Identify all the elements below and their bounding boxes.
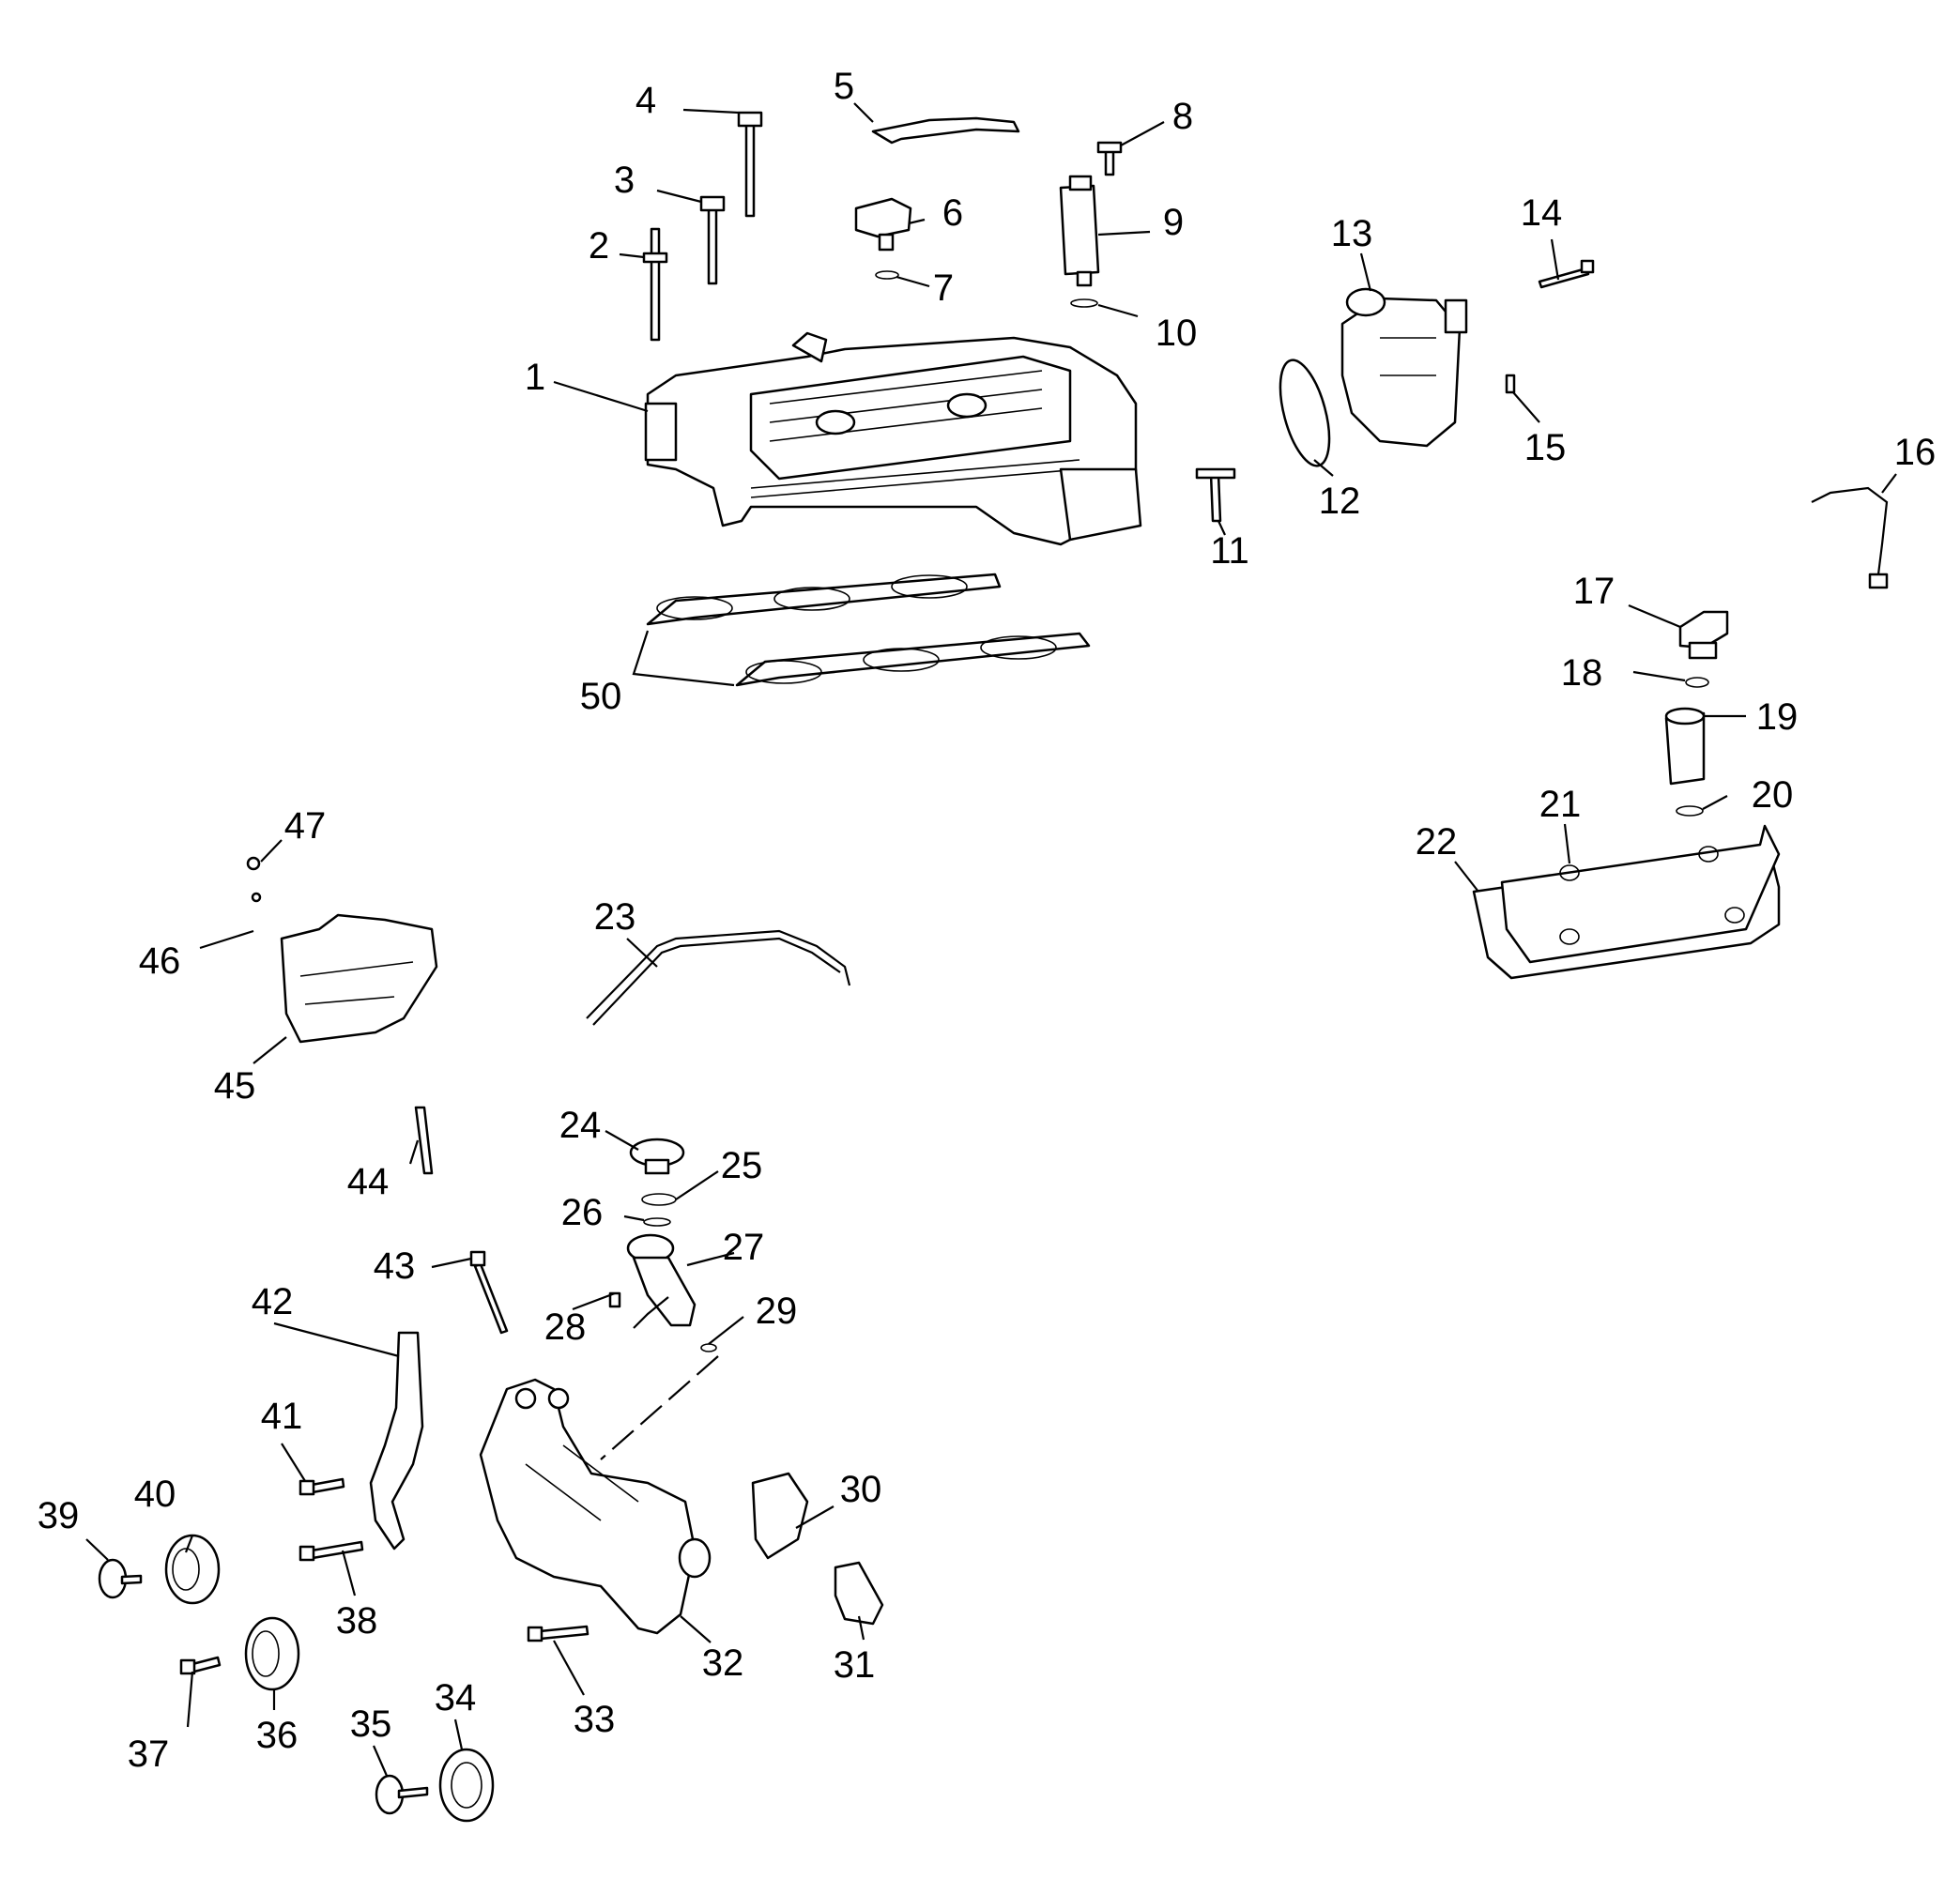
part-throttle-body: [1195, 287, 1468, 523]
callout-3: 3: [614, 160, 635, 201]
part-intake-gaskets: [646, 573, 1091, 687]
callout-22: 22: [1416, 821, 1458, 863]
part-pipe: [586, 929, 851, 1019]
callout-labels: 1 2 3 4 5 6 7 8 9 10 11 12 13 14 15 16 1…: [38, 66, 1937, 1775]
callout-45: 45: [214, 1065, 256, 1107]
part-valve-cover: [1472, 824, 1781, 980]
callout-13: 13: [1331, 213, 1373, 254]
part-studs: [642, 111, 763, 342]
callout-1: 1: [525, 357, 545, 398]
callout-20: 20: [1752, 774, 1794, 816]
callout-26: 26: [561, 1192, 604, 1233]
callout-38: 38: [336, 1600, 378, 1642]
part-mount-bracket: [246, 856, 438, 1175]
callout-29: 29: [756, 1291, 798, 1332]
callout-31: 31: [834, 1644, 876, 1686]
callout-34: 34: [435, 1677, 477, 1719]
callout-43: 43: [374, 1245, 416, 1287]
callout-28: 28: [544, 1306, 587, 1348]
callout-16: 16: [1894, 432, 1937, 473]
part-solenoid: [1059, 141, 1123, 308]
callout-47: 47: [284, 805, 327, 847]
callout-15: 15: [1524, 427, 1567, 468]
callout-17: 17: [1573, 571, 1615, 612]
callout-35: 35: [350, 1703, 392, 1745]
callout-6: 6: [942, 192, 963, 234]
part-sensor: [854, 197, 912, 280]
callout-33: 33: [574, 1699, 616, 1740]
part-harness-connector: [1868, 573, 1889, 589]
part-bolts: [179, 1250, 590, 1675]
callout-7: 7: [933, 267, 954, 309]
callout-12: 12: [1319, 481, 1361, 522]
callout-30: 30: [840, 1469, 882, 1510]
callout-11: 11: [1210, 530, 1249, 572]
part-bracket-42: [369, 1331, 424, 1551]
callout-10: 10: [1156, 313, 1198, 354]
callout-36: 36: [256, 1715, 299, 1756]
callout-42: 42: [252, 1281, 294, 1322]
part-gasket-30: [751, 1472, 809, 1560]
callout-32: 32: [702, 1642, 744, 1684]
part-screws: [1505, 259, 1595, 394]
callout-9: 9: [1163, 202, 1184, 243]
callout-50: 50: [580, 676, 622, 717]
part-gasket-31: [834, 1561, 884, 1626]
callout-19: 19: [1756, 696, 1799, 738]
callout-27: 27: [723, 1227, 765, 1268]
callout-5: 5: [834, 66, 854, 107]
callout-2: 2: [589, 225, 609, 267]
leader-lines: [85, 102, 1897, 1777]
callout-41: 41: [261, 1396, 303, 1437]
callout-4: 4: [635, 80, 656, 121]
callout-14: 14: [1521, 192, 1563, 234]
callout-44: 44: [347, 1161, 390, 1202]
callout-40: 40: [134, 1474, 176, 1515]
part-intake-manifold: [644, 331, 1142, 546]
part-wire-harness: [1811, 486, 1889, 583]
callout-23: 23: [594, 896, 636, 938]
part-pipe-outer: [592, 937, 841, 1026]
callout-37: 37: [128, 1734, 170, 1775]
callout-24: 24: [559, 1105, 602, 1146]
part-oil-fill: [1664, 610, 1729, 817]
callout-21: 21: [1539, 784, 1582, 825]
callout-25: 25: [721, 1145, 763, 1186]
callout-8: 8: [1172, 96, 1193, 137]
part-water-pump: [479, 1378, 712, 1635]
part-thermostat: [608, 1138, 717, 1352]
callout-18: 18: [1561, 652, 1603, 694]
part-bracket: [871, 116, 1020, 145]
callout-46: 46: [139, 940, 181, 982]
callout-39: 39: [38, 1495, 80, 1536]
